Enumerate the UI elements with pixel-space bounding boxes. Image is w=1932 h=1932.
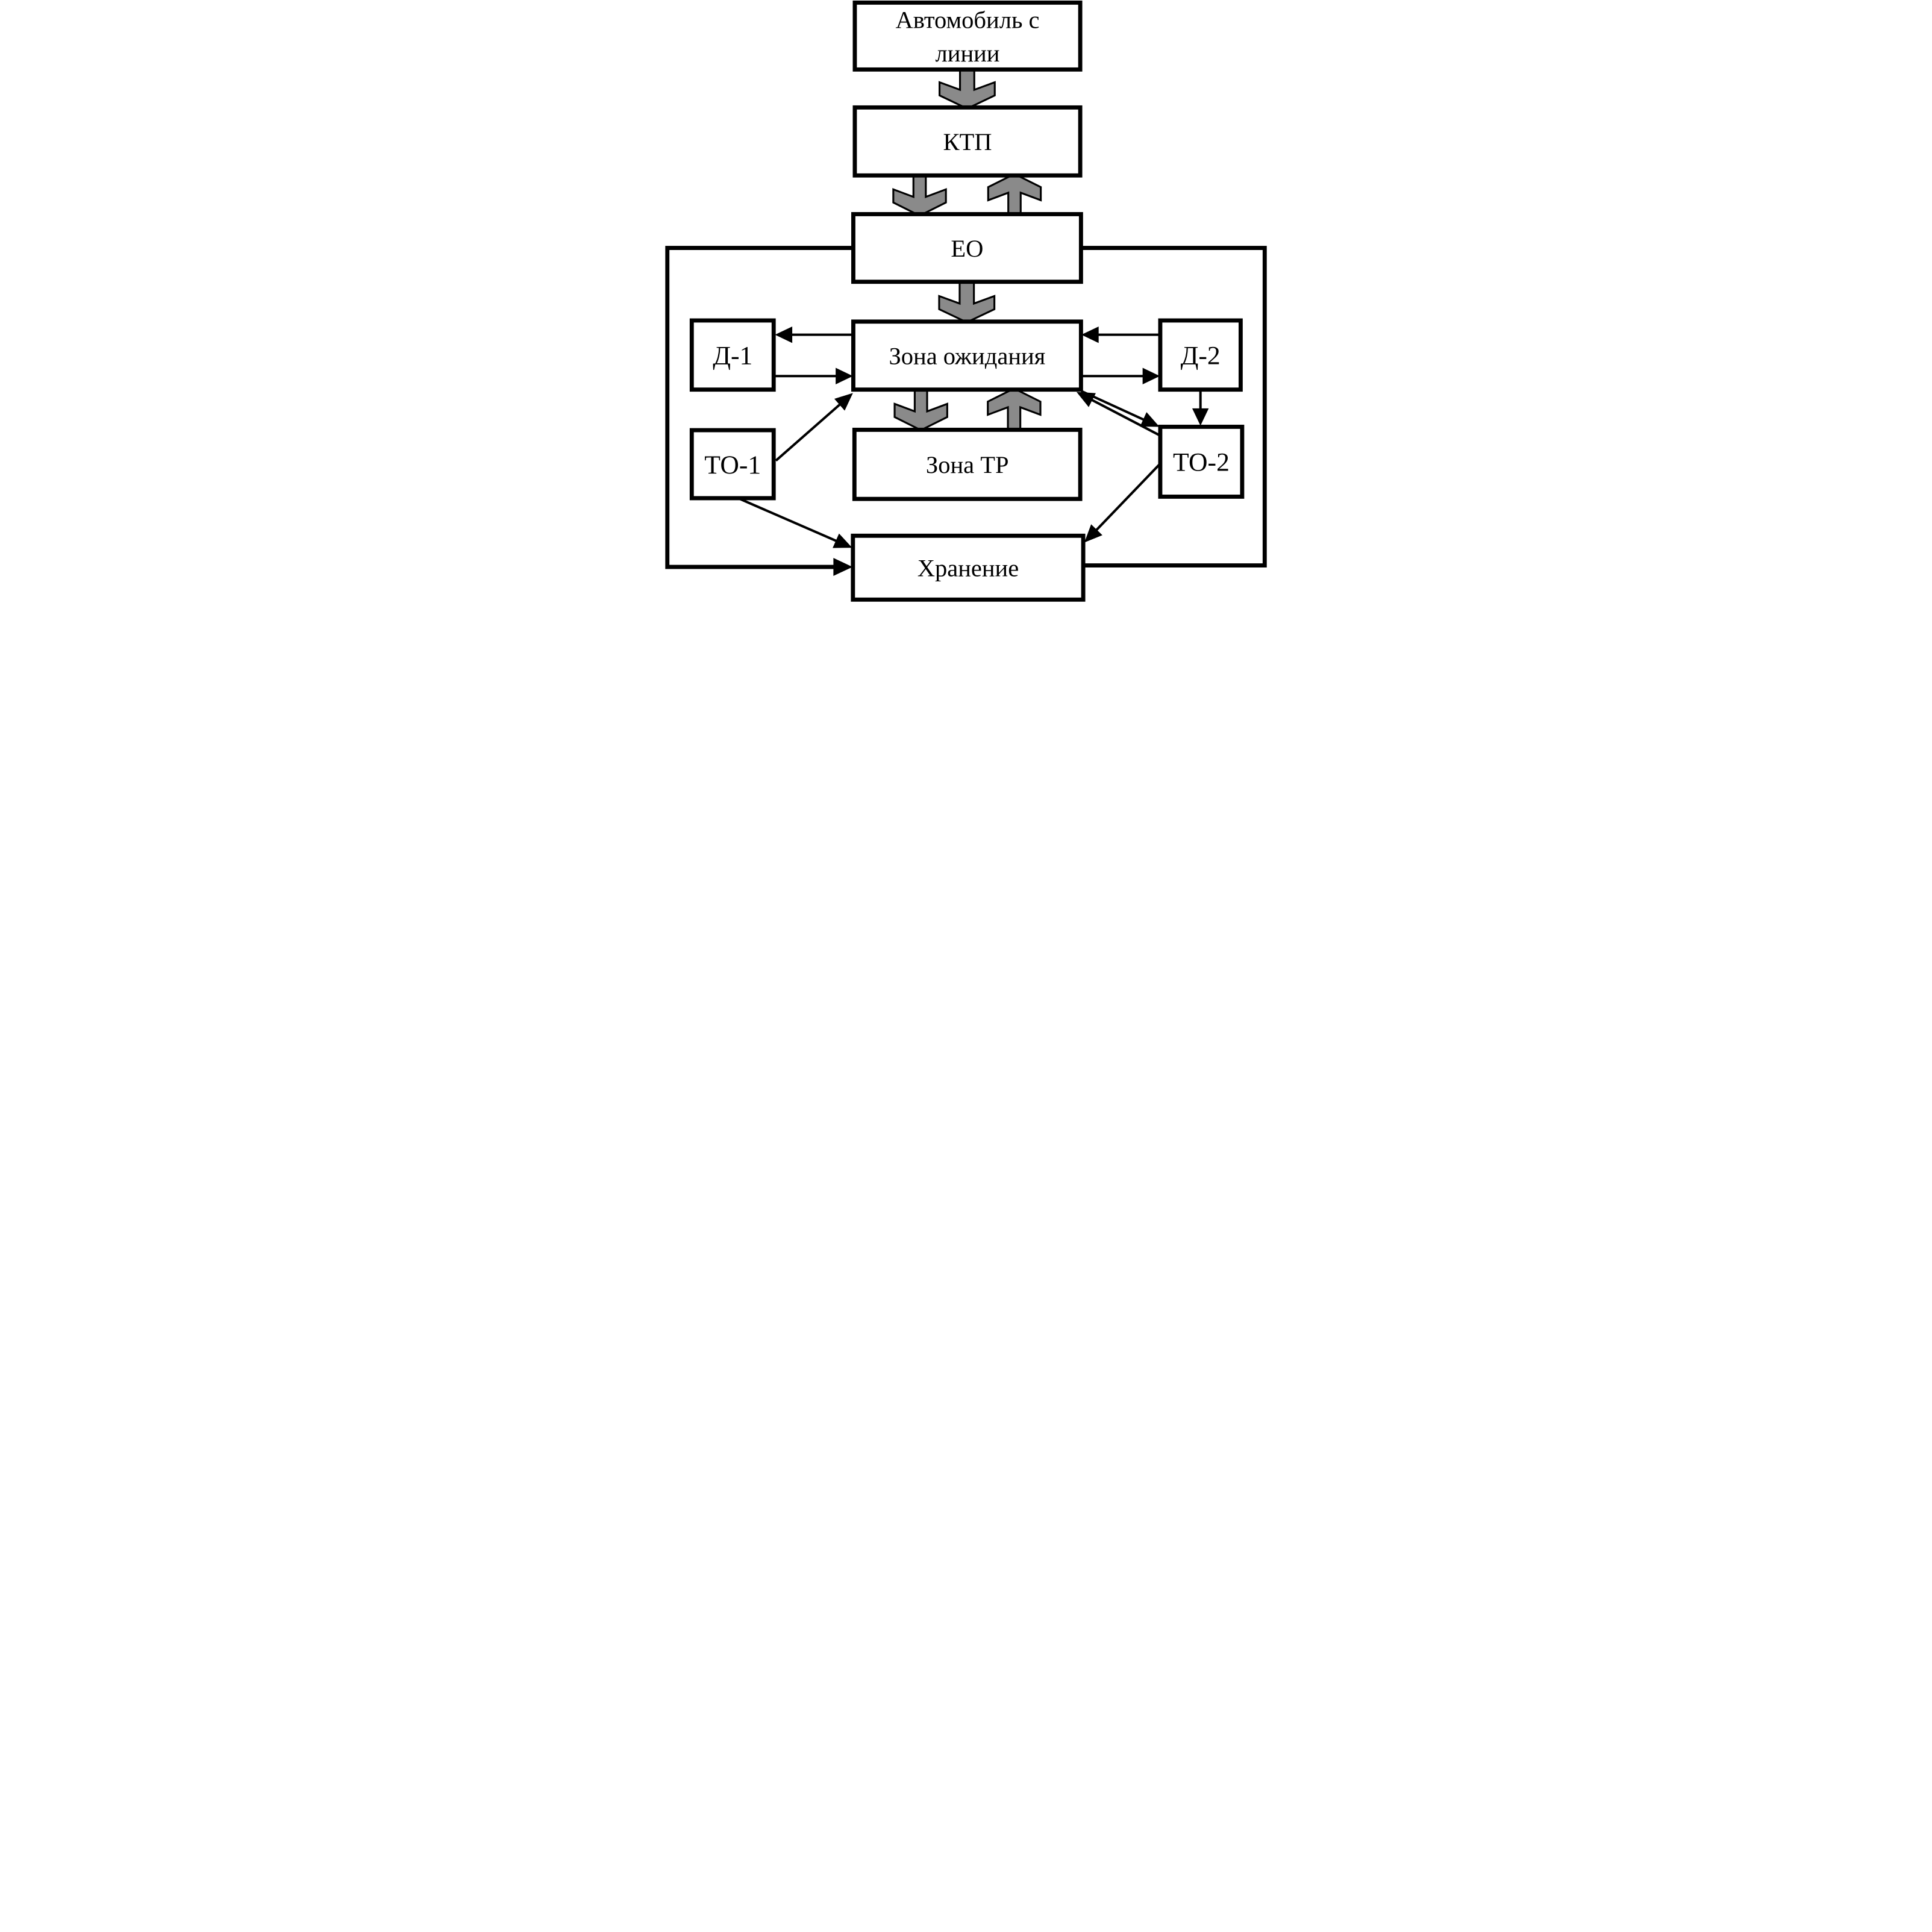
edge-to2-to-wait-head bbox=[1076, 392, 1096, 407]
label-avto-line1: Автомобиль с bbox=[895, 7, 1039, 34]
boxes bbox=[689, 0, 1244, 602]
edge-to2-to-store bbox=[1094, 463, 1161, 533]
box-ktp bbox=[852, 105, 1083, 178]
label-wait: Зона ожидания bbox=[889, 342, 1045, 369]
label-d2: Д-2 bbox=[1180, 342, 1220, 370]
arrow-wait-to-tr bbox=[893, 387, 948, 431]
box-to2 bbox=[1158, 425, 1244, 499]
label-to2: ТО-2 bbox=[1172, 448, 1229, 477]
box-avto bbox=[852, 0, 1083, 72]
edge-d2-to-wait-head bbox=[1081, 326, 1099, 343]
arrow-ktp-to-eo bbox=[892, 174, 947, 217]
edge-d2-to-to2-head bbox=[1192, 408, 1208, 426]
box-d1 bbox=[689, 318, 776, 392]
vehicle-maintenance-flowchart: Автомобиль с линии КТП ЕО Зона ожидания … bbox=[664, 0, 1267, 602]
loop-left-arrowhead bbox=[833, 558, 852, 577]
loop-line-right bbox=[1080, 246, 1267, 568]
arrow-eo-to-ktp bbox=[987, 173, 1042, 216]
edge-d1-to-wait-head bbox=[835, 367, 853, 384]
arrow-avto-to-ktp bbox=[938, 66, 996, 110]
label-to1: ТО-1 bbox=[704, 451, 761, 480]
box-store bbox=[850, 533, 1086, 602]
arrow-eo-to-wait bbox=[937, 280, 995, 324]
edge-to1-to-store-head bbox=[832, 533, 852, 548]
edge-to1-to-wait bbox=[775, 402, 842, 462]
edge-to1-to-wait-head bbox=[834, 393, 853, 411]
edge-wait-to-d1-head bbox=[774, 326, 792, 343]
box-to1 bbox=[689, 428, 776, 501]
arrow-tr-to-wait bbox=[986, 387, 1042, 431]
box-d2 bbox=[1158, 318, 1243, 392]
box-eo bbox=[851, 212, 1083, 284]
labels: Автомобиль с линии КТП ЕО Зона ожидания … bbox=[704, 7, 1230, 582]
edge-to1-to-store bbox=[739, 498, 837, 543]
label-ktp: КТП bbox=[943, 128, 992, 155]
edge-wait-to-d2-head bbox=[1142, 367, 1160, 384]
box-tr bbox=[852, 428, 1083, 501]
thin-edges bbox=[739, 326, 1208, 548]
flowchart-page: Автомобиль с линии КТП ЕО Зона ожидания … bbox=[664, 0, 1268, 602]
loop-line-left bbox=[664, 246, 853, 569]
edge-wait-to-to2-head bbox=[1139, 412, 1160, 427]
label-avto-line2: линии bbox=[935, 40, 999, 67]
big-gray-arrows bbox=[892, 66, 1042, 431]
label-tr: Зона ТР bbox=[925, 451, 1008, 478]
edge-to2-to-wait bbox=[1090, 398, 1161, 437]
edge-to2-to-store-head bbox=[1084, 524, 1102, 543]
label-store: Хранение bbox=[917, 555, 1019, 582]
box-wait bbox=[851, 319, 1083, 392]
label-eo: ЕО bbox=[951, 235, 983, 262]
label-d1: Д-1 bbox=[713, 342, 752, 370]
